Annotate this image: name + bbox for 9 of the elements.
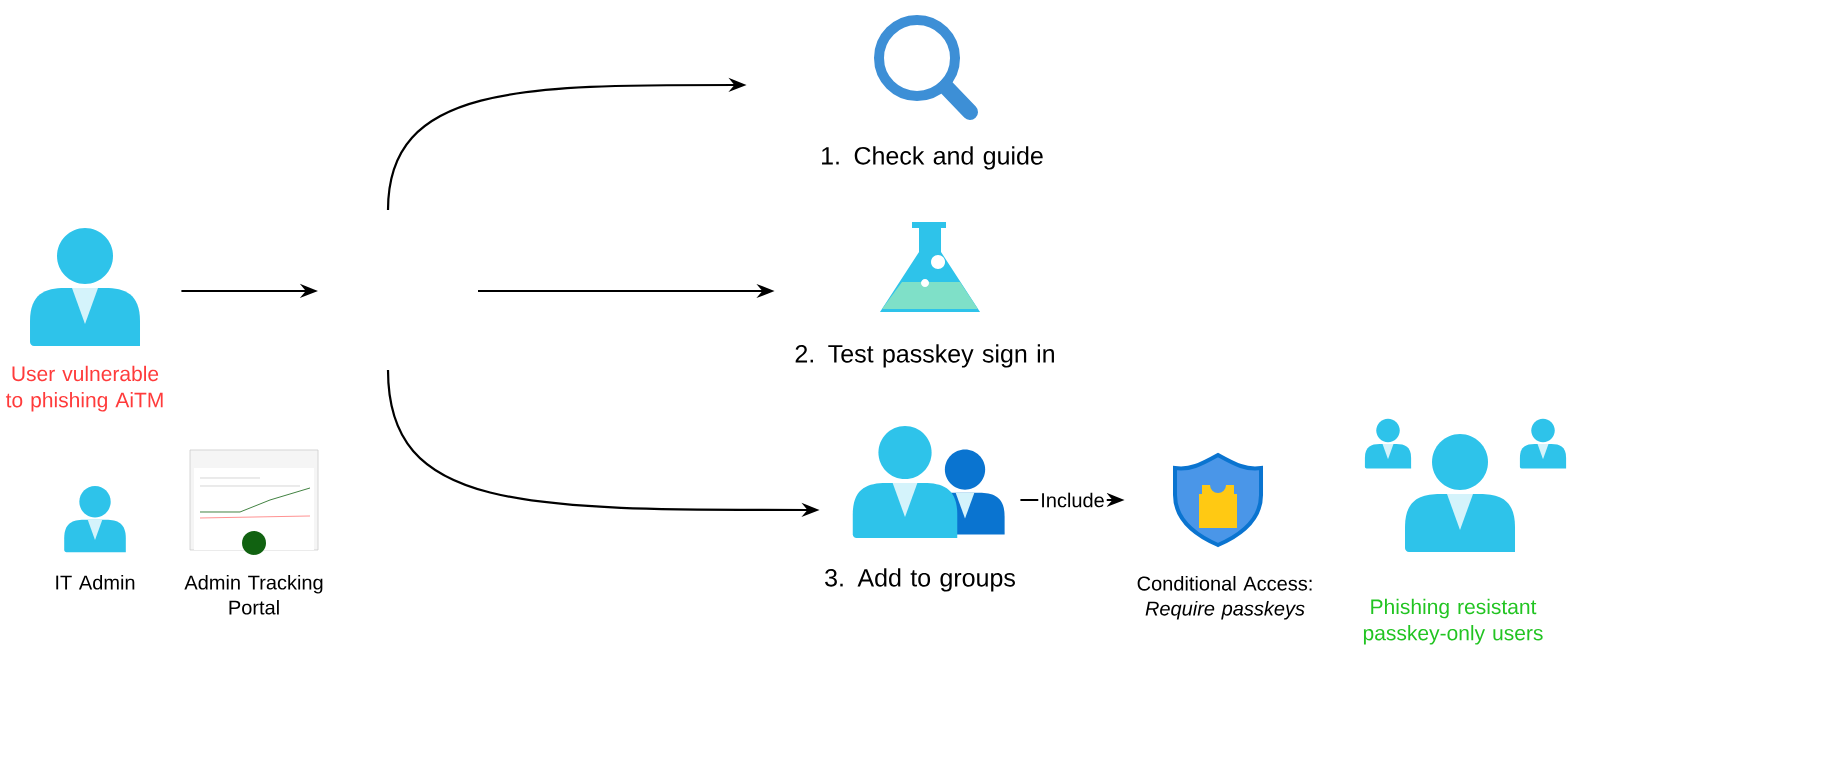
node-label: Phishing resistant passkey-only users [1363,598,1543,645]
node-label: Conditional Access: Require passkeys [1137,575,1312,620]
node-label: User vulnerable to phishing AiTM [5,365,163,412]
node-label: 1. Check and guide [822,146,1043,170]
node-label: IT Admin [56,574,135,590]
node-label: 3. Add to groups [825,568,1015,592]
node-label: Admin Tracking Portal [184,574,323,615]
edge-label: Include [1038,490,1107,510]
node-label: 2. Test passkey sign in [795,344,1054,368]
